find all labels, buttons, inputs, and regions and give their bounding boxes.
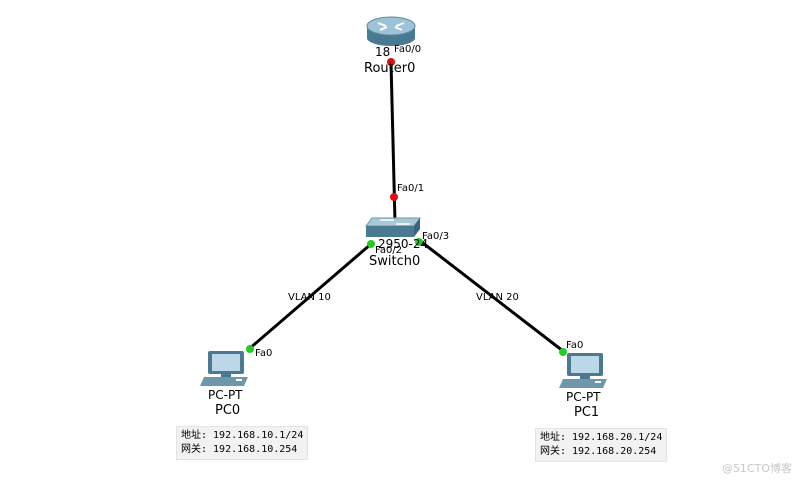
pc0-icon[interactable] (200, 351, 248, 386)
pc1-model-label: PC-PT (566, 390, 601, 404)
router-model-label: 18 (375, 45, 391, 59)
switch-fa02-status-light (367, 240, 375, 248)
switch-port-fa03-label: Fa0/3 (422, 231, 450, 242)
router-icon[interactable] (366, 16, 416, 46)
router-port-fa00-label: Fa0/0 (394, 44, 422, 55)
router-fa00-status-light (387, 58, 395, 66)
pc0-name-label: PC0 (215, 403, 241, 418)
switch-fa03-status-light (415, 238, 423, 246)
pc1-address-line: 地址: 192.168.20.1/24 (540, 432, 663, 443)
switch-icon[interactable] (365, 217, 421, 237)
pc0-address-note[interactable]: 地址: 192.168.10.1/24 网关: 192.168.10.254 (176, 426, 309, 460)
switch-port-fa02-label: Fa0/2 (375, 245, 403, 256)
cable-switch-pc1[interactable] (418, 238, 564, 353)
switch-fa01-status-light (390, 193, 398, 201)
switch-name-label: Switch0 (369, 254, 421, 269)
switch-model-label: 2950-24 (378, 237, 429, 251)
pc0-fa0-status-light (246, 345, 254, 353)
pc0-model-label: PC-PT (208, 388, 243, 402)
pc1-fa0-status-light (559, 348, 567, 356)
pc0-gateway-line: 网关: 192.168.10.254 (181, 444, 298, 455)
vlan-10-link-label: VLAN 10 (288, 292, 331, 303)
pc1-name-label: PC1 (574, 405, 600, 420)
router-name-label: Router0 (364, 61, 416, 76)
switch-port-fa01-label: Fa0/1 (397, 183, 425, 194)
pc1-port-fa0-label: Fa0 (566, 340, 584, 351)
pc1-address-note[interactable]: 地址: 192.168.20.1/24 网关: 192.168.20.254 (535, 428, 668, 462)
pc0-port-fa0-label: Fa0 (255, 348, 273, 359)
vlan-20-link-label: VLAN 20 (476, 292, 519, 303)
watermark-text: @51CTO博客 (721, 462, 792, 475)
pc1-gateway-line: 网关: 192.168.20.254 (540, 446, 657, 457)
cable-switch-pc0[interactable] (248, 242, 372, 351)
pc0-address-line: 地址: 192.168.10.1/24 (181, 430, 304, 441)
pc1-icon[interactable] (559, 353, 607, 388)
